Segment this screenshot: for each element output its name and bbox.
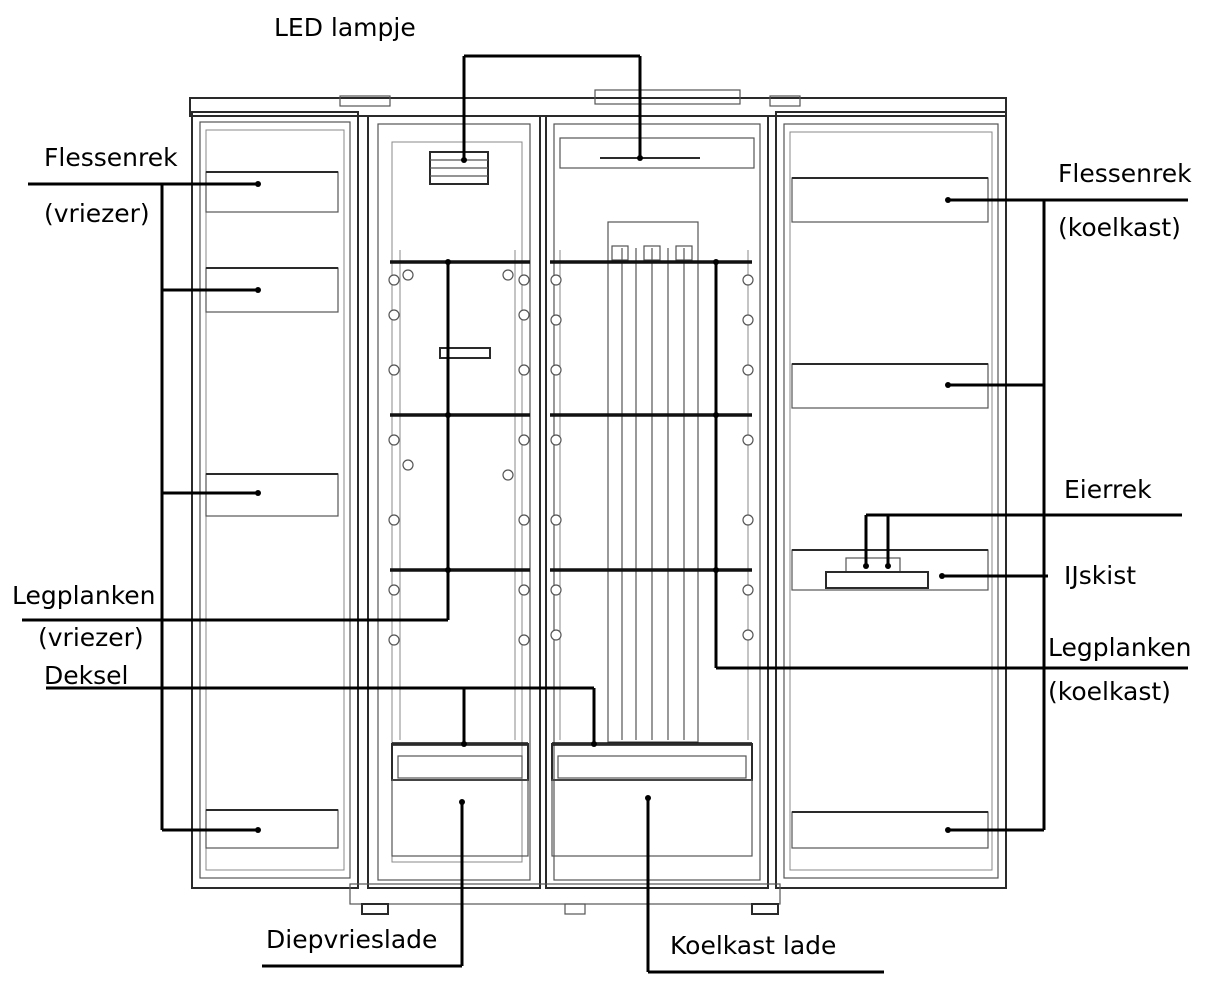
label-cover: Deksel	[44, 661, 128, 690]
label-ice-box: IJskist	[1064, 561, 1136, 590]
leader-cover	[46, 686, 597, 747]
leader-bottle-rack-freezer	[28, 181, 261, 833]
fridge-air-duct	[607, 221, 699, 743]
fridge-shelves	[550, 260, 752, 746]
fridge-door	[775, 111, 1007, 889]
label-egg-rack: Eierrek	[1064, 475, 1152, 504]
freezer-compartment	[367, 115, 541, 889]
fridge-drawer	[551, 743, 753, 857]
fridge-side-pegs	[550, 274, 754, 641]
leader-shelves-freezer	[22, 259, 451, 622]
leader-freezer-drawer	[262, 799, 465, 968]
label-fridge-drawer: Koelkast lade	[670, 931, 836, 960]
leader-led-lamp	[461, 54, 643, 163]
leader-shelves-fridge	[713, 259, 1188, 670]
label-shelves-freezer-sub: (vriezer)	[38, 623, 144, 652]
freezer-drawer	[391, 743, 529, 857]
freezer-shelves	[390, 260, 530, 746]
label-bottle-rack-freezer-sub: (vriezer)	[44, 199, 150, 228]
freezer-door	[191, 111, 359, 889]
label-freezer-drawer: Diepvrieslade	[266, 925, 437, 954]
label-bottle-rack-freezer: Flessenrek	[44, 143, 178, 172]
label-bottle-rack-fridge: Flessenrek	[1058, 159, 1192, 188]
fridge-door-bin	[791, 549, 989, 591]
fridge-compartment	[545, 115, 769, 889]
leader-fridge-drawer	[645, 795, 884, 974]
freezer-door-bins	[205, 171, 339, 849]
label-shelves-freezer: Legplanken	[12, 581, 156, 610]
freezer-side-pegs	[388, 269, 530, 646]
fridge-door-bins	[791, 177, 989, 849]
leader-egg-rack	[863, 513, 1182, 569]
label-shelves-fridge: Legplanken	[1048, 633, 1192, 662]
label-bottle-rack-fridge-sub: (koelkast)	[1058, 213, 1181, 242]
freezer-led-lamp	[429, 151, 489, 185]
label-shelves-fridge-sub: (koelkast)	[1048, 677, 1171, 706]
freezer-door-bin	[205, 473, 339, 517]
freezer-door-bin	[205, 171, 339, 213]
egg-rack	[825, 557, 929, 589]
cabinet-base	[349, 883, 781, 915]
label-led-lamp: LED lampje	[274, 13, 416, 42]
leader-ice-box	[939, 573, 1048, 579]
